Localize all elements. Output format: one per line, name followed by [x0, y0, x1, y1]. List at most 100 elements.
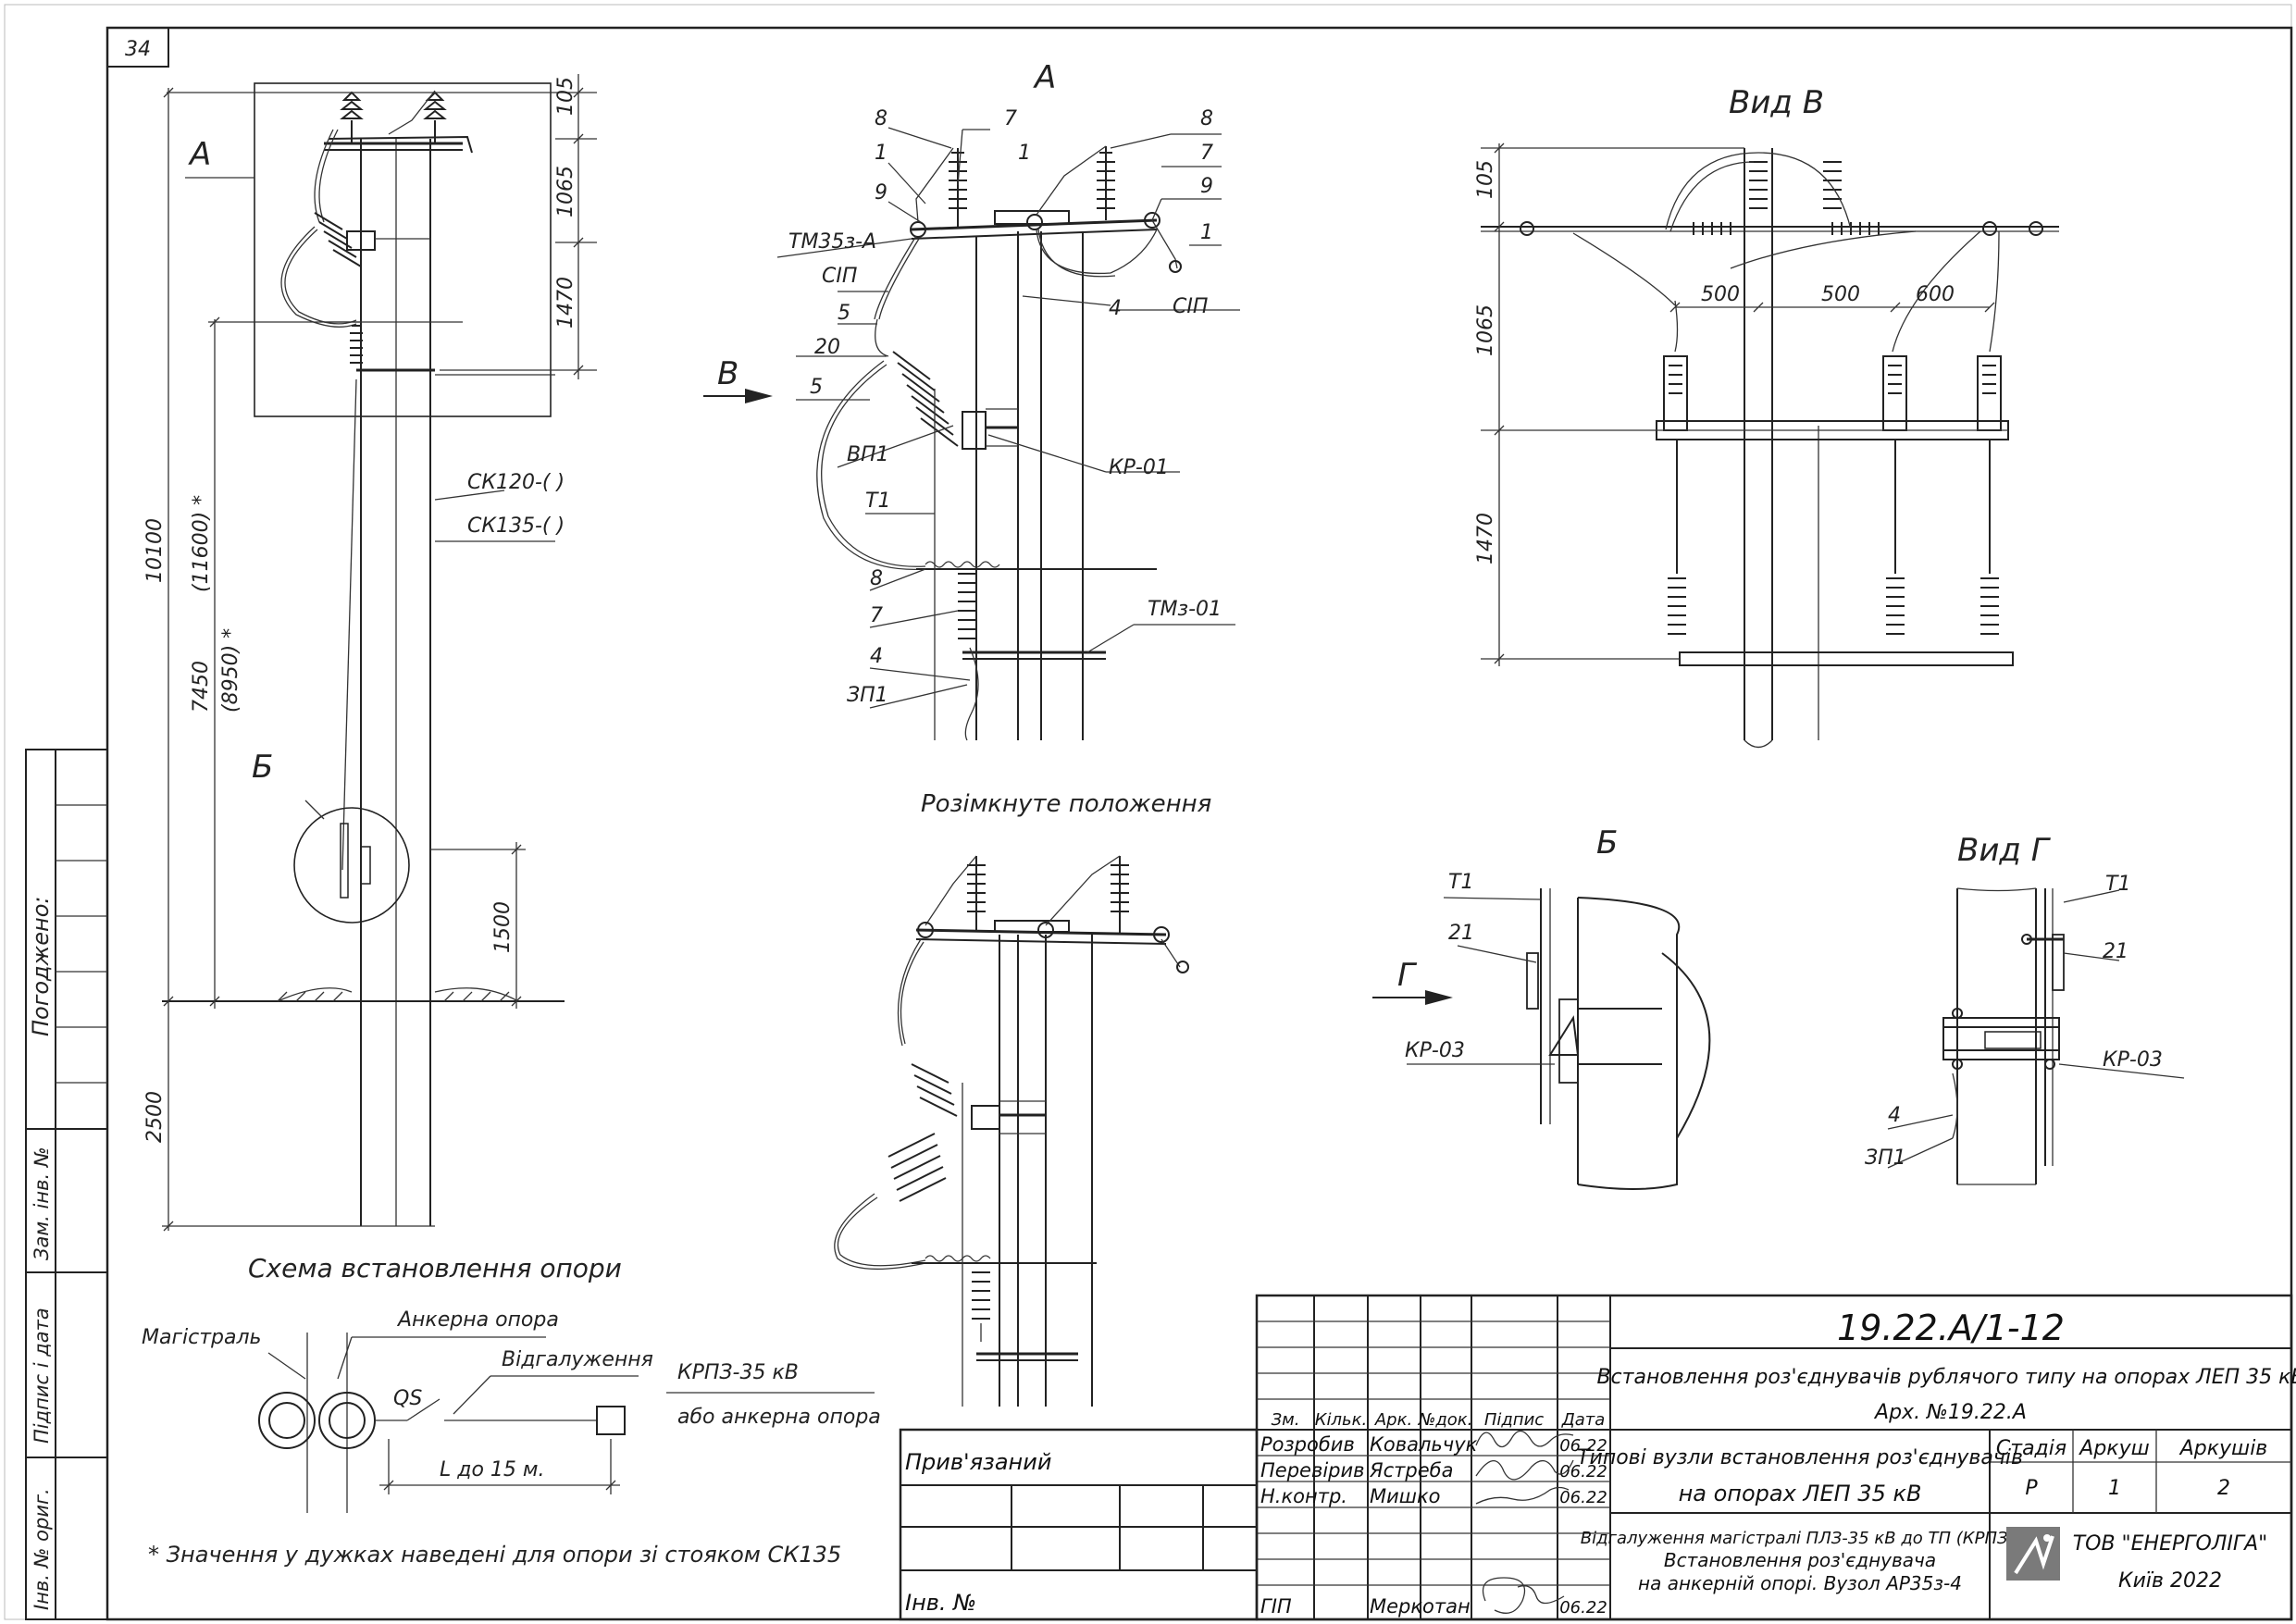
arrow-g-label: Г [1397, 957, 1418, 994]
label-9a: 9 [875, 181, 887, 205]
label-5b: 5 [810, 376, 823, 399]
pole-label-ck120: СК120-( ) [467, 471, 565, 494]
label-qs: QS [393, 1387, 422, 1410]
arrow-v-label: В [717, 355, 738, 392]
tb-row-role: ГІП [1260, 1595, 1292, 1618]
view-v-title: Вид В [1729, 84, 1824, 121]
page-number: 34 [125, 38, 151, 61]
detail-b: Б Т1 21 КР-03 Г [1372, 824, 1711, 1190]
label-4b: 4 [870, 645, 883, 668]
label-distance: L до 15 м. [440, 1458, 545, 1481]
dim-2500: 2500 [143, 1091, 167, 1143]
tb-row-name: Меркотан [1370, 1595, 1471, 1618]
side-label-inv-orig: Інв. № ориг. [31, 1488, 53, 1610]
detail-b-circle [293, 807, 410, 924]
tb-title-2: Арх. №19.22.А [1873, 1401, 2027, 1424]
callout-b: Б [252, 749, 273, 786]
view-v-dim-105: 105 [1474, 160, 1497, 199]
tb-row-date: 06.22 [1559, 1462, 1607, 1481]
tb-row-date: 06.22 [1559, 1488, 1607, 1507]
view-v-dim-1470: 1470 [1474, 513, 1497, 564]
krpz-box [596, 1406, 626, 1435]
tb-header-cell: Арк. [1374, 1410, 1412, 1430]
label-9b: 9 [1200, 175, 1213, 198]
tb-stage-h: Стадія [1996, 1437, 2066, 1460]
label-ep1: ЗП1 [847, 684, 888, 707]
tb-pryviazanyi: Прив'язаний [905, 1449, 1051, 1475]
dim-11600: (11600) * [190, 495, 213, 592]
view-g: Вид Г Т1 21 КР-03 4 ЗП1 [1865, 832, 2185, 1185]
tb-header-cell: Підпис [1484, 1410, 1544, 1430]
label-krpz: КРПЗ-35 кВ [677, 1361, 799, 1384]
dim-8950: (8950) * [219, 628, 242, 713]
side-label-zam-inv: Зам. інв. № [31, 1147, 53, 1260]
detail-a-title: А [1033, 59, 1056, 96]
view-v-dim-500b: 500 [1821, 283, 1860, 306]
view-g-t1: Т1 [2105, 873, 2130, 896]
tb-row-date: 06.22 [1559, 1436, 1607, 1456]
label-sip-left: СІП [822, 265, 857, 288]
label-5a: 5 [838, 302, 850, 325]
dim-1065: 1065 [554, 166, 577, 217]
tb-row-date: 06.22 [1559, 1598, 1607, 1618]
label-anchor: Анкерна опора [396, 1308, 559, 1332]
label-mainline: Магістраль [142, 1326, 262, 1349]
company-logo [2006, 1527, 2060, 1581]
side-stamp: Погоджено: Зам. інв. № Підпис і дата Інв… [25, 749, 108, 1620]
tb-section-2: на опорах ЛЕП 35 кВ [1679, 1481, 1922, 1506]
connection-schematic: Магістраль Анкерна опора Відгалуження QS… [142, 1308, 881, 1513]
signature-1 [1475, 1430, 1574, 1448]
pole-view: А [143, 74, 622, 1283]
label-7b: 7 [870, 604, 883, 627]
detail-a-box [254, 82, 552, 417]
pole-label-ck135: СК135-( ) [467, 514, 565, 538]
view-v-dim-600: 600 [1916, 283, 1955, 306]
dim-7450: 7450 [190, 661, 213, 713]
label-7c: 7 [1200, 142, 1213, 165]
tb-row-name: Ястреба [1369, 1459, 1453, 1481]
tb-row-role: Розробив [1260, 1433, 1355, 1456]
arrow-v-head [745, 389, 773, 403]
dim-1500: 1500 [491, 901, 515, 953]
detail-b-title: Б [1596, 824, 1618, 862]
tb-title-1: Встановлення роз'єднувачів рублячого тип… [1596, 1366, 2296, 1389]
dim-10100: 10100 [143, 518, 167, 583]
tb-sheet: 1 [2108, 1477, 2121, 1500]
tb-header-cell: Дата [1561, 1410, 1606, 1430]
title-block: Прив'язаний Інв. № Зм.Кільк.Арк.№док.Під… [899, 1294, 2296, 1621]
tb-header-cell: Кільк. [1315, 1410, 1368, 1430]
arrow-g-head [1425, 990, 1453, 1005]
dim-1470: 1470 [554, 277, 577, 329]
tb-section-1: Типові вузли встановлення роз'єднувачів [1577, 1446, 2023, 1469]
view-v-dim-1065: 1065 [1474, 304, 1497, 356]
label-8c: 8 [1200, 107, 1213, 130]
tb-desc-2: Встановлення роз'єднувача [1664, 1549, 1936, 1571]
view-v: Вид В [1474, 84, 2059, 749]
tb-row-name: Мишко [1370, 1485, 1441, 1507]
label-branch: Відгалуження [502, 1348, 653, 1371]
view-g-4: 4 [1888, 1104, 1901, 1127]
tb-sheets-h: Аркушів [2178, 1437, 2268, 1460]
label-sip-right: СІП [1173, 295, 1208, 318]
tb-row-role: Н.контр. [1260, 1485, 1347, 1507]
signature-2 [1475, 1459, 1574, 1481]
tb-company: ТОВ "ЕНЕРГОЛІГА" [2073, 1532, 2268, 1556]
open-position-view: Розімкнуте положення [834, 790, 1211, 1407]
side-label-pidpys: Підпис і дата [31, 1308, 53, 1444]
detail-a: А [703, 59, 1240, 741]
tb-city: Київ 2022 [2118, 1569, 2222, 1593]
tb-desc-3: на анкерній опорі. Вузол АР35з-4 [1638, 1572, 1962, 1594]
signature-4 [1482, 1577, 1565, 1614]
label-t1: Т1 [865, 490, 890, 513]
label-1c: 1 [1200, 221, 1213, 244]
detail-b-kr03: КР-03 [1405, 1039, 1465, 1062]
label-tm35: ТМ35з-А [788, 230, 876, 254]
detail-b-t1: Т1 [1448, 871, 1473, 894]
footnote: * Значення у дужках наведені для опори з… [148, 1542, 841, 1568]
view-g-21: 21 [2103, 940, 2128, 963]
tb-doc-number: 19.22.А/1-12 [1837, 1308, 2065, 1348]
label-kr01: КР-01 [1109, 456, 1169, 479]
tb-sheet-h: Аркуш [2078, 1437, 2149, 1460]
label-4a: 4 [1109, 297, 1122, 320]
